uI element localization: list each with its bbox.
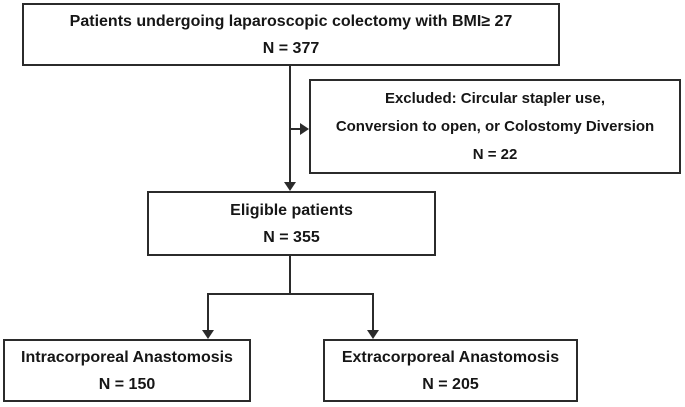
arrowhead-to-eligible-icon <box>284 182 296 191</box>
connector-to-excluded <box>291 128 302 130</box>
node-intracorporeal-title: Intracorporeal Anastomosis <box>21 348 233 366</box>
arrowhead-to-extracorporeal-icon <box>367 330 379 339</box>
node-excluded-count: N = 22 <box>472 145 518 163</box>
node-population: Patients undergoing laparoscopic colecto… <box>22 3 560 66</box>
node-excluded-line1: Excluded: Circular stapler use, <box>384 89 606 107</box>
node-extracorporeal: Extracorporeal Anastomosis N = 205 <box>323 339 578 402</box>
node-eligible: Eligible patients N = 355 <box>147 191 436 256</box>
node-population-count: N = 377 <box>262 39 320 57</box>
connector-to-extracorporeal <box>372 293 374 330</box>
connector-branch-horizontal <box>207 293 374 295</box>
node-eligible-title: Eligible patients <box>230 201 353 219</box>
connector-to-intracorporeal <box>207 293 209 330</box>
arrowhead-to-excluded-icon <box>300 123 309 135</box>
node-eligible-count: N = 355 <box>263 228 320 246</box>
arrowhead-to-intracorporeal-icon <box>202 330 214 339</box>
node-intracorporeal-count: N = 150 <box>98 375 156 393</box>
node-excluded-line2: Conversion to open, or Colostomy Diversi… <box>335 117 655 135</box>
node-extracorporeal-count: N = 205 <box>422 375 479 393</box>
connector-population-to-eligible <box>289 66 291 182</box>
node-population-title: Patients undergoing laparoscopic colecto… <box>69 12 513 30</box>
node-excluded: Excluded: Circular stapler use, Conversi… <box>309 79 681 174</box>
node-extracorporeal-title: Extracorporeal Anastomosis <box>341 348 560 366</box>
node-intracorporeal: Intracorporeal Anastomosis N = 150 <box>3 339 251 402</box>
connector-eligible-down <box>289 256 291 295</box>
